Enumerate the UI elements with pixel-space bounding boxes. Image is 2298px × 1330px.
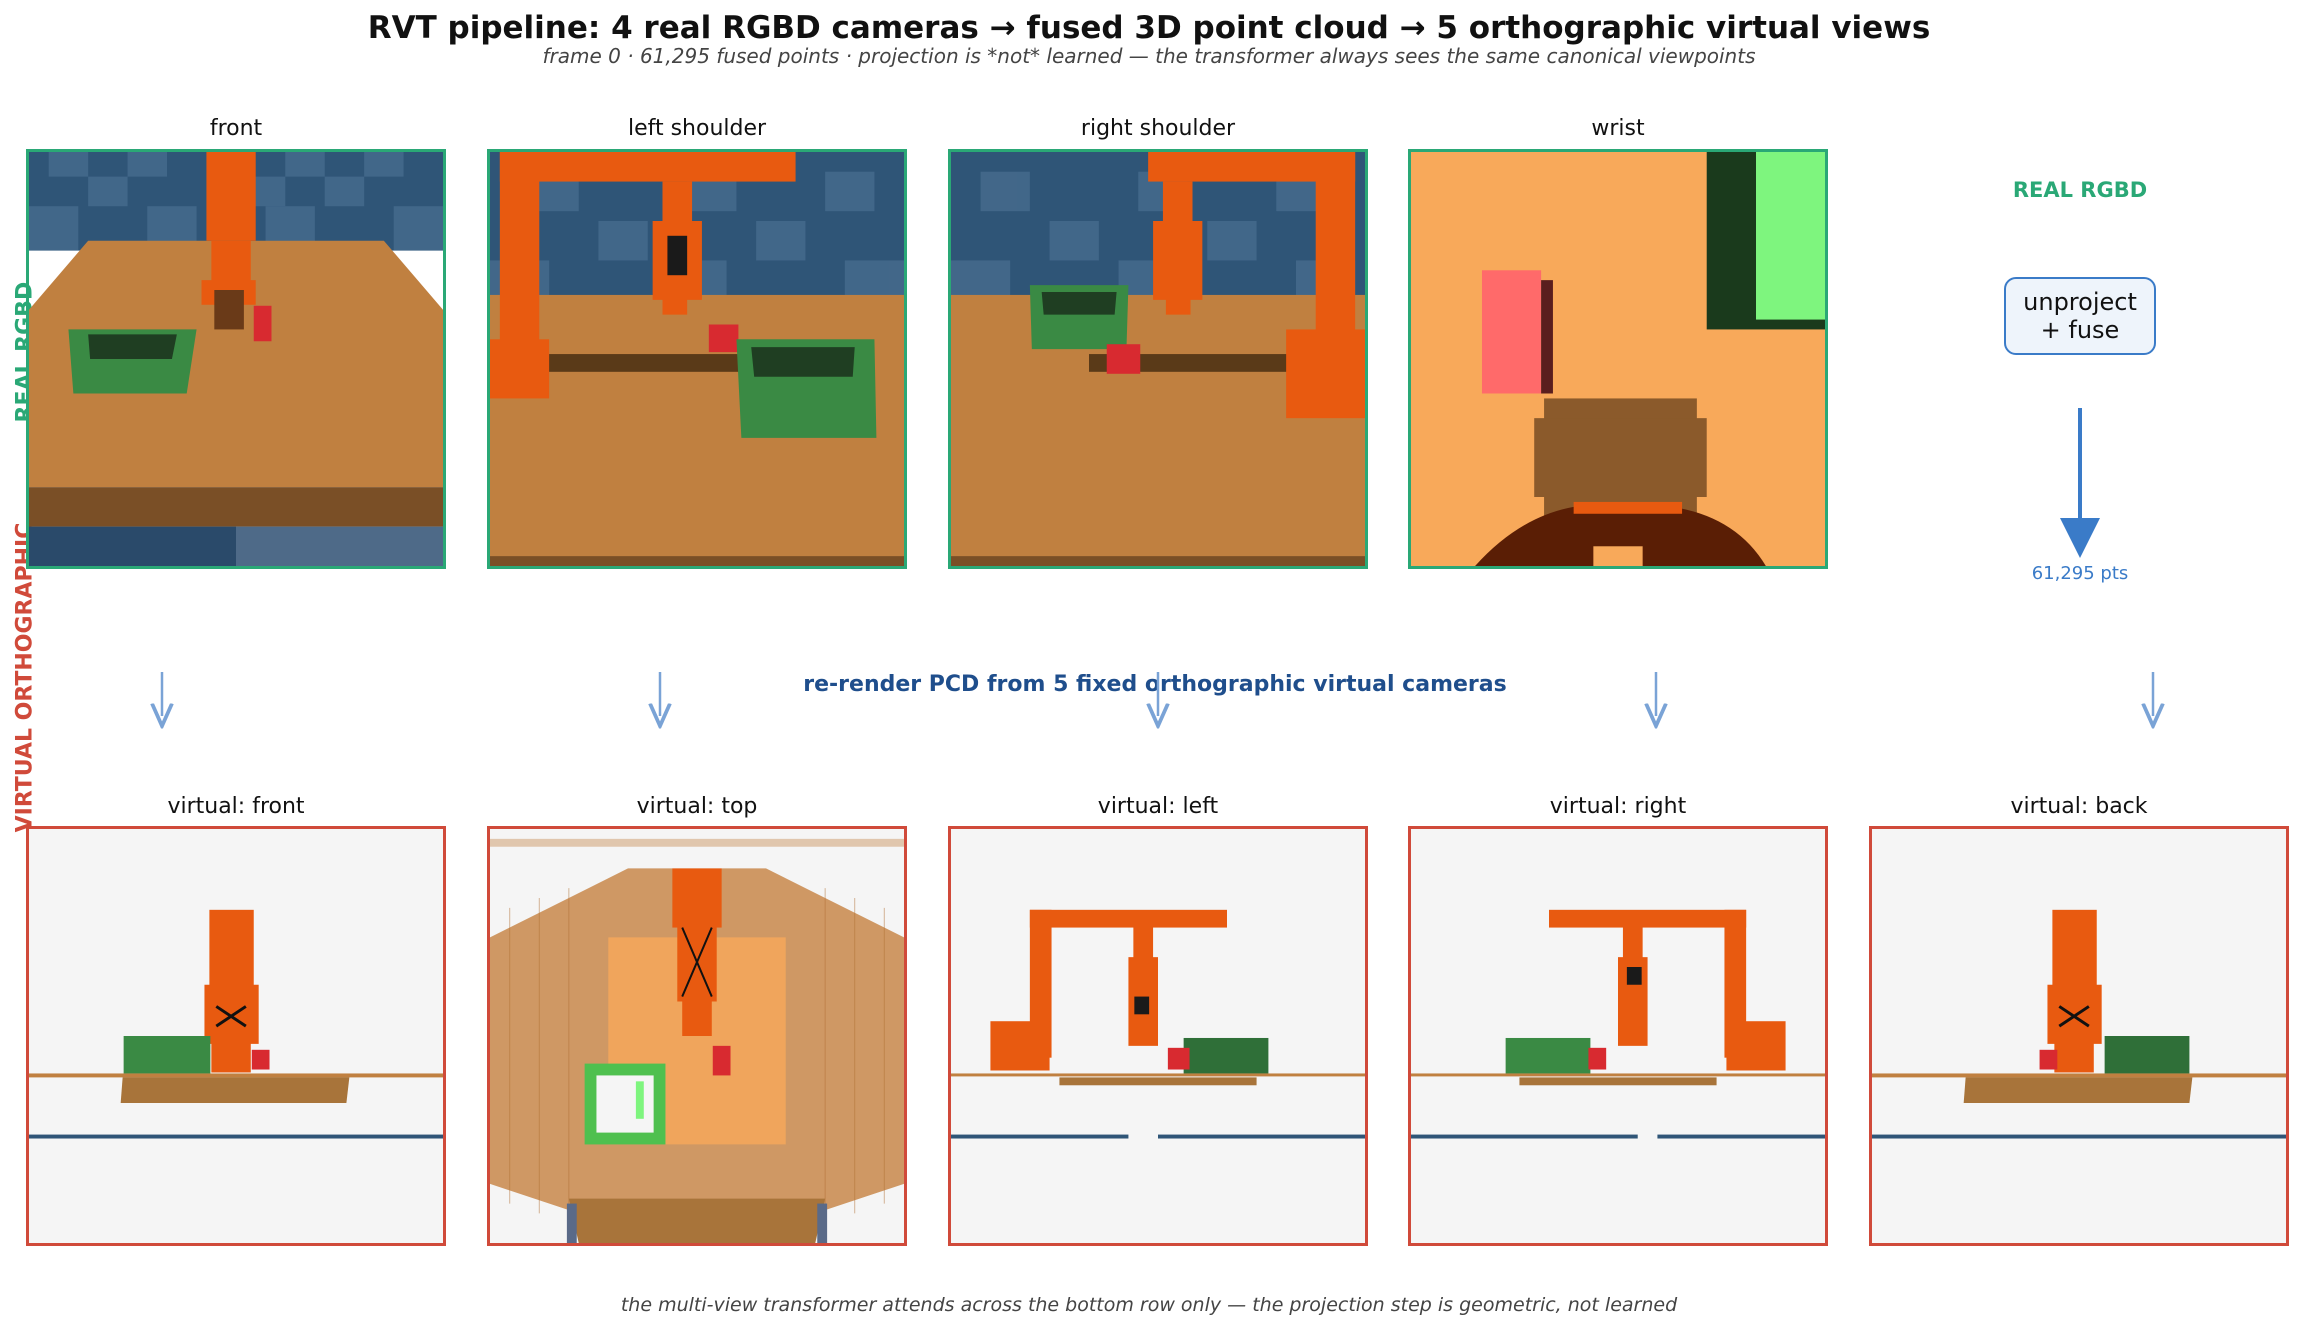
virtual-right-render [1408,826,1828,1246]
rerender-label: re-render PCD from 5 fixed orthographic … [600,672,1710,697]
real-camera-label-front: front [26,116,446,141]
fusion-heading: REAL RGBD [1920,178,2240,202]
real-camera-front-image [26,149,446,569]
real-camera-label-right-shoulder: right shoulder [948,116,1368,141]
row-label-virtual: VIRTUAL ORTHOGRAPHIC [13,523,38,833]
real-camera-wrist-image [1408,149,1828,569]
real-camera-label-left-shoulder: left shoulder [487,116,907,141]
real-camera-right-shoulder-image [948,149,1368,569]
fused-points-count: 61,295 pts [1920,563,2240,584]
fuse-box-line-2: + fuse [2006,316,2154,344]
virtual-view-label-right: virtual: right [1408,794,1828,819]
virtual-view-label-front: virtual: front [26,794,446,819]
virtual-left-render [948,826,1368,1246]
virtual-back-render [1869,826,2289,1246]
footer-note: the multi-view transformer attends acros… [0,1294,2298,1316]
unproject-fuse-box: unproject + fuse [2004,277,2156,355]
virtual-top-render [487,826,907,1246]
fuse-box-line-1: unproject [2006,288,2154,316]
virtual-view-label-top: virtual: top [487,794,907,819]
real-camera-label-wrist: wrist [1408,116,1828,141]
real-camera-left-shoulder-image [487,149,907,569]
virtual-view-label-back: virtual: back [1869,794,2289,819]
virtual-front-render [26,826,446,1246]
virtual-view-label-left: virtual: left [948,794,1368,819]
page-subtitle: frame 0 · 61,295 fused points · projecti… [0,44,2298,68]
page-title: RVT pipeline: 4 real RGBD cameras → fuse… [0,10,2298,46]
